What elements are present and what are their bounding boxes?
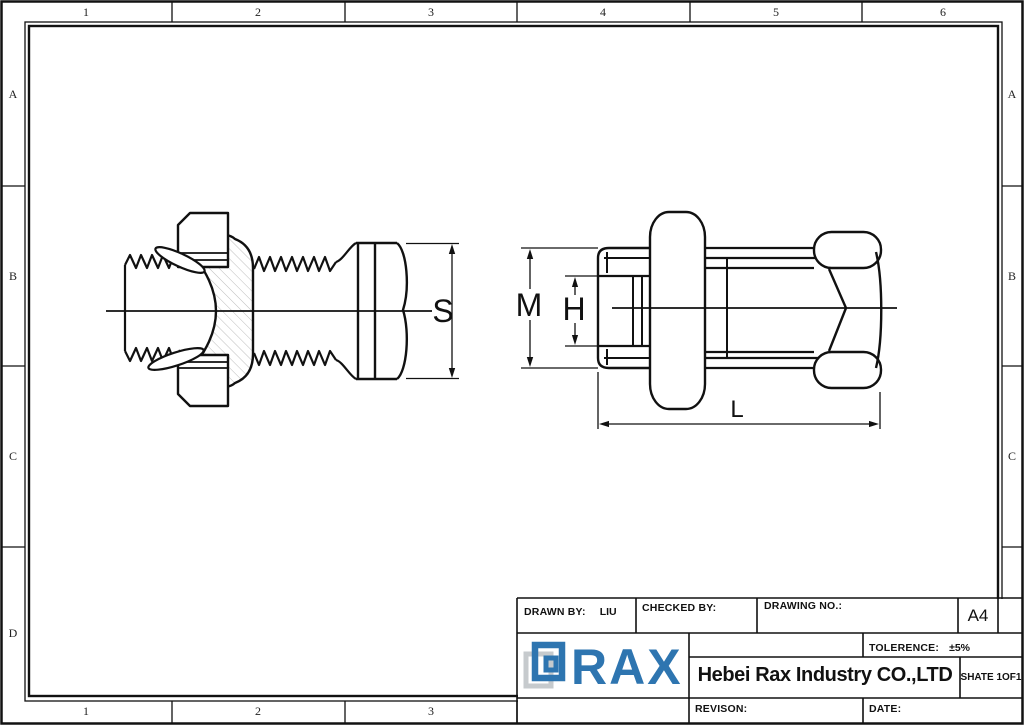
grid-col-3-top: 3 [428,5,434,19]
tolerance-value: ±5% [949,642,971,654]
cup-flange [596,246,650,370]
grid-row-b-left: B [8,269,18,283]
grid-row-b-right: B [1007,269,1017,283]
grid-col-6-top: 6 [940,5,946,19]
dimension-l-label: L [730,396,743,423]
left-view-socket-clevis: S [106,211,459,408]
right-threaded-shank [252,242,357,380]
hex-nut [648,210,707,411]
sheet-count-label: SHATE 1OF1 [960,672,1022,683]
dimension-s [406,242,459,380]
grid-col-5-top: 5 [773,5,779,19]
drawn-by-cell: DRAWN BY: LIU [524,602,617,620]
grid-col-2-bottom: 2 [255,704,261,718]
revision-label: REVISON: [695,703,748,715]
company-name: Hebei Rax Industry CO.,LTD [697,664,953,686]
rax-logo-wordmark: RAX [571,639,683,695]
drawn-by-value: LIU [599,606,617,618]
pin [598,274,650,348]
clip-tongues [147,246,206,371]
rax-logo-icon [523,641,566,689]
body-lines [705,246,820,370]
clevis-end [812,230,883,390]
drawn-by-label: DRAWN BY: [524,606,586,618]
dimension-l [597,372,881,429]
dimension-h-label: H [562,291,585,327]
drawing-no-label: DRAWING NO.: [764,600,843,612]
dimension-m-label: M [516,287,543,323]
right-view-side-elevation: M H L [516,210,897,429]
grid-col-1-top: 1 [83,5,89,19]
dimension-s-label: S [432,293,453,329]
tolerance-label: TOLERENCE: [869,642,940,654]
bottom-keeper-block [176,353,230,408]
ball-head [356,241,408,381]
tolerance-cell: TOLERENCE: ±5% [869,638,970,656]
grid-col-2-top: 2 [255,5,261,19]
grid-col-3-bottom: 3 [428,704,434,718]
grid-row-a-left: A [8,87,18,101]
grid-row-c-right: C [1007,449,1017,463]
grid-col-1-bottom: 1 [83,704,89,718]
left-threaded-rod [123,253,181,363]
grid-row-c-left: C [8,449,18,463]
date-label: DATE: [869,703,902,715]
grid-col-4-top: 4 [600,5,606,19]
checked-by-label: CHECKED BY: [642,602,717,614]
dimension-h [565,275,598,347]
paper-size: A4 [967,606,989,625]
title-block-lines [516,597,1022,723]
grid-row-a-right: A [1007,87,1017,101]
grid-row-d-left: D [8,626,18,640]
